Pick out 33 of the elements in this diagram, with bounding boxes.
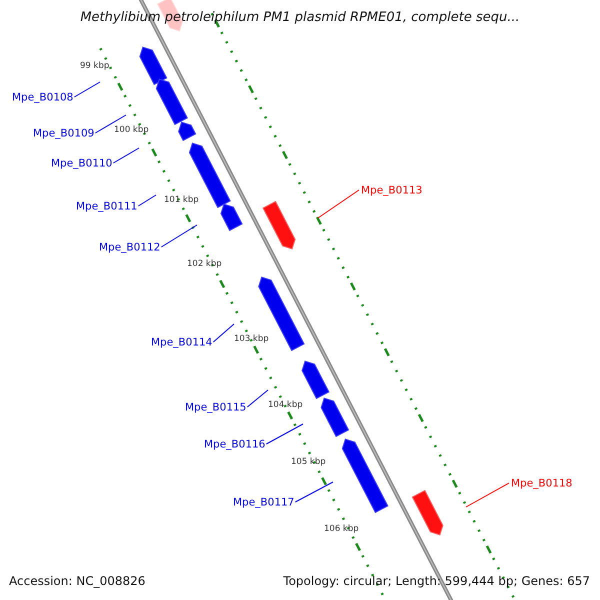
gene-label: Mpe_B0117: [233, 496, 294, 510]
leader-line: [112, 148, 140, 164]
gene-label: Mpe_B0108: [12, 92, 74, 104]
leader-line: [138, 194, 156, 206]
leader-line: [246, 390, 268, 408]
info-text: Topology: circular; Length: 599,444 bp; Genes: 657: [283, 574, 590, 588]
leader-line: [212, 324, 234, 342]
gene-label: Mpe_B0118: [511, 478, 572, 490]
gene-label: Mpe_B0110: [51, 158, 112, 170]
tick-label: 106 kbp: [324, 524, 359, 534]
leader-line: [294, 482, 334, 502]
tick-label: 99 kbp: [80, 61, 110, 71]
leader-line: [266, 424, 304, 444]
map-title: Methylibium petroleiphilum PM1 plasmid RPME01, complete sequ...: [79, 10, 521, 25]
leader-line: [74, 82, 100, 98]
gene-label: Mpe_B0113: [361, 184, 422, 198]
gene-label: Mpe_B0112: [99, 242, 160, 254]
gene-label: Mpe_B0114: [151, 336, 212, 350]
tick-label: 105 kbp: [291, 457, 326, 467]
tick-label: 104 kbp: [268, 400, 303, 410]
info-text: Accession: NC_008826: [9, 574, 146, 588]
tick-label: 103 kbp: [234, 334, 269, 344]
tick-label: 102 kbp: [187, 259, 222, 269]
tick-label: 101 kbp: [164, 195, 199, 205]
leader-line: [160, 224, 198, 248]
leader-line: [318, 190, 360, 218]
tick-label: 100 kbp: [114, 125, 149, 135]
leader-line: [466, 482, 510, 508]
gene-label: Mpe_B0111: [76, 200, 138, 214]
gene-label: Mpe_B0109: [33, 128, 94, 140]
gene-label: Mpe_B0115: [185, 402, 246, 414]
leader-line: [94, 114, 126, 134]
gene-label: Mpe_B0116: [204, 438, 266, 452]
